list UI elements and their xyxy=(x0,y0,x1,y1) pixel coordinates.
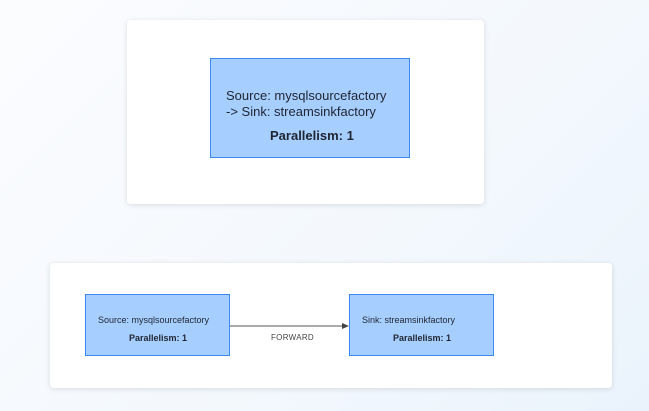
arrowhead-icon xyxy=(342,323,349,329)
chained-operator-node[interactable]: Source: mysqlsourcefactory -> Sink: stre… xyxy=(210,58,410,158)
source-name: Source: mysqlsourcefactory xyxy=(98,315,210,325)
node-parallelism: Parallelism: 1 xyxy=(270,128,354,143)
source-parallelism: Parallelism: 1 xyxy=(129,333,188,343)
sink-parallelism: Parallelism: 1 xyxy=(393,333,452,343)
plan-graph-card: FORWARD Source: mysqlsourcefactory Paral… xyxy=(50,263,612,388)
sink-name: Sink: streamsinkfactory xyxy=(362,315,456,325)
node-label-line1: Source: mysqlsourcefactory xyxy=(226,88,387,103)
node-label-line2: -> Sink: streamsinkfactory xyxy=(226,104,376,119)
sink-node[interactable]: Sink: streamsinkfactory Parallelism: 1 xyxy=(349,294,494,356)
chained-graph-card: Source: mysqlsourcefactory -> Sink: stre… xyxy=(127,20,484,204)
source-node[interactable]: Source: mysqlsourcefactory Parallelism: … xyxy=(85,294,230,356)
edge-layer xyxy=(229,323,349,329)
edge-label: FORWARD xyxy=(271,333,314,342)
